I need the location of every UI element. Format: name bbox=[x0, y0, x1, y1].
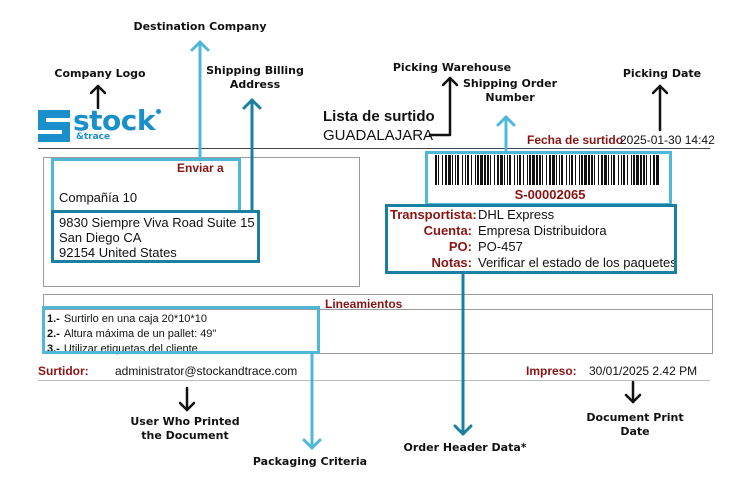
picking-date-value: 2025-01-30 14:42 bbox=[620, 133, 715, 147]
guideline-number: 1.- bbox=[47, 313, 60, 325]
annotation-shipping-order-line2: Number bbox=[485, 91, 535, 104]
guideline-text: Altura máxima de un pallet: 49" bbox=[63, 328, 217, 340]
guidelines-title: Lineamientos bbox=[325, 297, 403, 311]
annotation-order-header: Order Header Data* bbox=[403, 441, 527, 454]
order-header-value: Empresa Distribuidora bbox=[478, 223, 607, 238]
guideline-number: 2.- bbox=[47, 328, 60, 340]
printed-label: Impreso: bbox=[526, 364, 577, 378]
barcode-icon bbox=[435, 155, 659, 185]
guideline-text: Surtirlo en una caja 20*10*10 bbox=[63, 313, 207, 325]
stock-logo-icon bbox=[38, 110, 70, 142]
order-header-highlight bbox=[385, 204, 677, 274]
destination-company: Compañía 10 bbox=[59, 190, 138, 205]
order-header-label: Notas: bbox=[431, 255, 472, 270]
annotation-packaging-criteria: Packaging Criteria bbox=[252, 455, 368, 468]
warehouse-name: GUADALAJARA bbox=[323, 127, 434, 144]
annotation-picking-date: Picking Date bbox=[622, 67, 702, 80]
annotation-shipping-billing-line1: Shipping Billing bbox=[206, 64, 304, 77]
picking-date-label: Fecha de surtido bbox=[527, 133, 624, 147]
order-header-row: Transportista:DHL Express bbox=[390, 207, 680, 223]
annotation-user-printed-line2: the Document bbox=[141, 429, 229, 442]
order-header-label: PO: bbox=[448, 239, 472, 254]
logo-subtitle: &trace bbox=[76, 132, 111, 142]
guideline-item: 1.-Surtirlo en una caja 20*10*10 bbox=[47, 312, 216, 327]
order-header-row: Notas: Verificar el estado de los paquete… bbox=[390, 255, 680, 271]
guidelines-highlight bbox=[42, 306, 320, 354]
document-title: Lista de surtido bbox=[323, 108, 435, 125]
guideline-item: 2.-Altura máxima de un pallet: 49" bbox=[47, 327, 216, 342]
order-header-row: Cuenta: Empresa Distribuidora bbox=[390, 223, 680, 239]
shipping-address-highlight bbox=[51, 210, 260, 263]
annotation-shipping-order: Shipping Order Number bbox=[460, 77, 560, 105]
order-header-label: Transportista: bbox=[390, 207, 477, 222]
logo-dot bbox=[156, 109, 161, 114]
shipping-address: 9830 Siempre Viva Road Suite 15 San Dieg… bbox=[59, 215, 255, 260]
header-divider bbox=[38, 148, 710, 149]
picker-label: Surtidor: bbox=[38, 364, 89, 378]
picker-email: administrator@stockandtrace.com bbox=[115, 364, 298, 378]
annotation-document-print-date: Document Print Date bbox=[586, 411, 684, 438]
address-line-2: San Diego CA bbox=[59, 230, 142, 245]
order-number: S-00002065 bbox=[514, 187, 586, 202]
annotation-picking-warehouse: Picking Warehouse bbox=[392, 61, 512, 74]
footer-divider bbox=[38, 380, 710, 381]
annotation-user-printed: User Who Printed the Document bbox=[120, 415, 250, 443]
annotation-shipping-billing: Shipping Billing Address bbox=[200, 64, 310, 92]
guidelines-divider bbox=[43, 309, 713, 310]
order-header-value: PO-457 bbox=[478, 239, 523, 254]
address-line-1: 9830 Siempre Viva Road Suite 15 bbox=[59, 215, 255, 230]
address-line-3: 92154 United States bbox=[59, 245, 177, 260]
order-header-row: PO: PO-457 bbox=[390, 239, 680, 255]
logo-wordmark: stock bbox=[73, 104, 156, 137]
annotation-destination-company: Destination Company bbox=[133, 20, 267, 33]
order-header-value: Verificar el estado de los paquetes bbox=[478, 255, 677, 270]
order-header-value: DHL Express bbox=[478, 207, 555, 222]
annotation-user-printed-line1: User Who Printed bbox=[130, 415, 240, 428]
printed-date: 30/01/2025 2.42 PM bbox=[589, 364, 698, 378]
annotation-shipping-order-line1: Shipping Order bbox=[462, 77, 558, 90]
company-logo: stock &trace bbox=[38, 104, 168, 146]
annotation-shipping-billing-line2: Address bbox=[229, 78, 281, 91]
ship-to-label: Enviar a bbox=[177, 161, 224, 175]
annotation-company-logo: Company Logo bbox=[54, 67, 146, 80]
order-header-label: Cuenta: bbox=[423, 223, 472, 238]
